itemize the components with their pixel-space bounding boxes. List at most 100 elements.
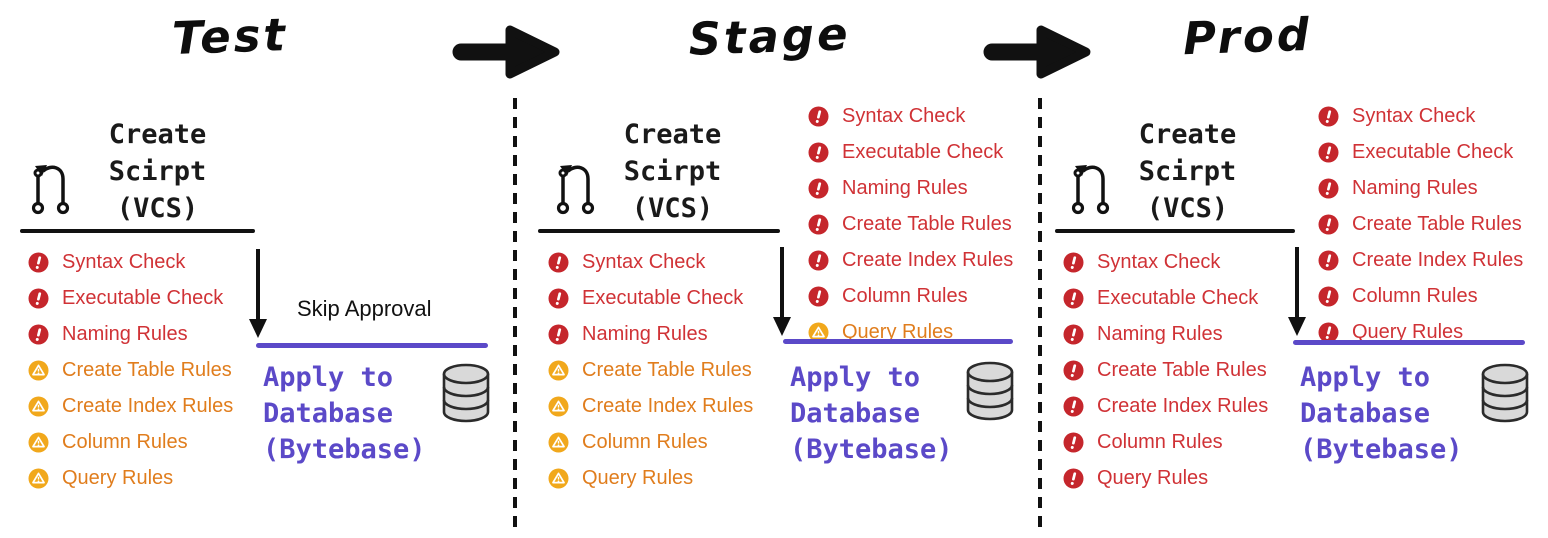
rule-label: Query Rules	[62, 466, 174, 489]
warning-icon	[548, 468, 569, 489]
error-icon	[1318, 286, 1339, 307]
rule-item: Syntax Check	[1063, 244, 1268, 280]
rule-label: Query Rules	[1097, 466, 1209, 489]
error-icon	[808, 106, 829, 127]
rule-item: Column Rules	[28, 424, 233, 460]
create-script-label: Create Scirpt (VCS)	[1100, 116, 1275, 227]
create-script-line: Create	[108, 119, 207, 150]
apply-line: (Bytebase)	[1300, 434, 1463, 465]
rule-label: Syntax Check	[62, 250, 186, 273]
error-icon	[1063, 468, 1084, 489]
apply-line: Apply to	[1300, 362, 1431, 393]
apply-line: (Bytebase)	[790, 434, 953, 465]
rule-item: Create Table Rules	[808, 206, 1013, 242]
rule-item: Query Rules	[548, 460, 753, 496]
error-icon	[1063, 252, 1084, 273]
rule-label: Column Rules	[582, 430, 708, 453]
rule-item: Create Table Rules	[548, 352, 753, 388]
create-script-line: Create	[623, 119, 722, 150]
rule-label: Column Rules	[1097, 430, 1223, 453]
database-icon	[442, 363, 490, 423]
env-title-prod: Prod	[1182, 7, 1313, 66]
rule-label: Query Rules	[842, 320, 954, 343]
error-icon	[1063, 432, 1084, 453]
rule-label: Column Rules	[842, 284, 968, 307]
apply-line: Apply to	[263, 362, 394, 393]
error-icon	[28, 288, 49, 309]
create-script-line: (VCS)	[631, 193, 714, 224]
rule-item: Executable Check	[1318, 134, 1523, 170]
rule-label: Syntax Check	[842, 104, 966, 127]
error-icon	[1318, 322, 1339, 343]
rule-label: Executable Check	[1097, 286, 1259, 309]
rule-item: Executable Check	[548, 280, 753, 316]
create-script-label: Create Scirpt (VCS)	[70, 116, 245, 227]
rule-item: Query Rules	[808, 314, 1013, 350]
apply-line: Database	[263, 398, 394, 429]
rule-label: Executable Check	[582, 286, 744, 309]
database-icon	[966, 361, 1014, 421]
error-icon	[1318, 142, 1339, 163]
git-branch-icon	[1071, 165, 1110, 215]
apply-to-database-label: Apply to Database (Bytebase)	[790, 360, 953, 468]
error-icon	[808, 142, 829, 163]
error-icon	[28, 252, 49, 273]
warning-icon	[548, 432, 569, 453]
script-underline	[538, 229, 780, 233]
rule-label: Create Index Rules	[62, 394, 234, 417]
rule-label: Create Index Rules	[1352, 248, 1524, 271]
rule-label: Syntax Check	[1352, 104, 1476, 127]
rule-item: Syntax Check	[28, 244, 233, 280]
rule-item: Column Rules	[808, 278, 1013, 314]
warning-icon	[28, 360, 49, 381]
error-icon	[1063, 360, 1084, 381]
down-arrow-icon	[773, 247, 791, 336]
rule-item: Executable Check	[808, 134, 1013, 170]
rule-label: Naming Rules	[1097, 322, 1223, 345]
apply-line: (Bytebase)	[263, 434, 426, 465]
apply-to-database-label: Apply to Database (Bytebase)	[263, 360, 426, 468]
error-icon	[808, 286, 829, 307]
warning-icon	[28, 432, 49, 453]
create-script-line: Scirpt	[623, 156, 722, 187]
git-branch-icon	[556, 165, 595, 215]
error-icon	[548, 252, 569, 273]
warning-icon	[28, 468, 49, 489]
rule-item: Query Rules	[1063, 460, 1268, 496]
down-arrow-icon	[1288, 247, 1306, 336]
apply-divider	[1293, 340, 1525, 345]
create-script-line: Scirpt	[108, 156, 207, 187]
rule-label: Column Rules	[62, 430, 188, 453]
rule-item: Naming Rules	[1063, 316, 1268, 352]
rule-label: Executable Check	[842, 140, 1004, 163]
error-icon	[1318, 214, 1339, 235]
rule-item: Create Index Rules	[808, 242, 1013, 278]
rule-label: Create Table Rules	[1352, 212, 1522, 235]
create-script-line: (VCS)	[1146, 193, 1229, 224]
env-title-stage: Stage	[687, 7, 852, 66]
down-arrow-icon	[249, 249, 267, 338]
rule-label: Naming Rules	[62, 322, 188, 345]
error-icon	[1318, 106, 1339, 127]
rule-item: Column Rules	[548, 424, 753, 460]
rule-label: Naming Rules	[1352, 176, 1478, 199]
create-script-line: (VCS)	[116, 193, 199, 224]
rule-item: Syntax Check	[808, 98, 1013, 134]
warning-icon	[548, 396, 569, 417]
error-icon	[808, 214, 829, 235]
create-script-label: Create Scirpt (VCS)	[585, 116, 760, 227]
rule-label: Naming Rules	[582, 322, 708, 345]
apply-divider	[783, 339, 1013, 344]
warning-icon	[28, 396, 49, 417]
script-underline	[1055, 229, 1295, 233]
rule-label: Column Rules	[1352, 284, 1478, 307]
create-script-line: Scirpt	[1138, 156, 1237, 187]
error-icon	[1063, 288, 1084, 309]
rule-item: Executable Check	[1063, 280, 1268, 316]
